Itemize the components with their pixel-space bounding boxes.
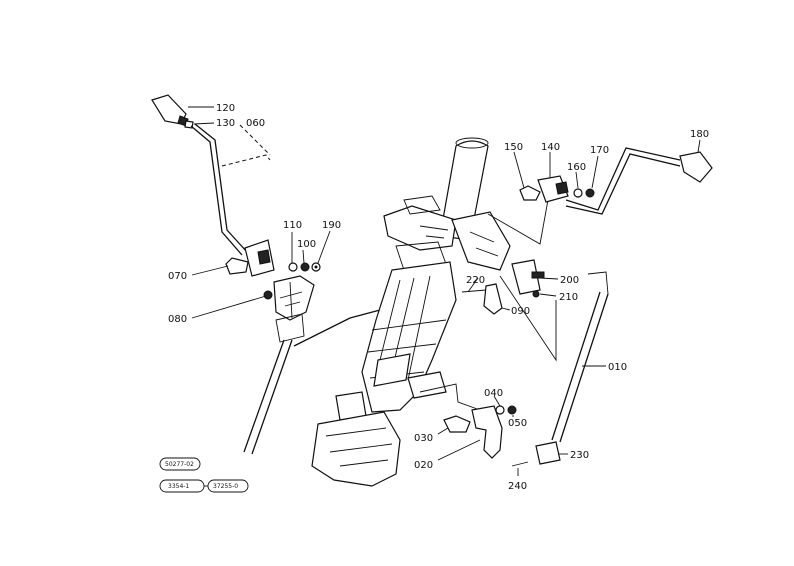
washer-110: [288, 262, 298, 272]
right-arm-bracket: [451, 211, 511, 271]
nut-210: [532, 290, 540, 298]
label-220: 220: [466, 275, 485, 286]
label-210: 210: [559, 292, 578, 303]
ref-box-1: [159, 457, 201, 471]
crank-rod: [565, 147, 681, 211]
upper-bracket: [383, 205, 457, 251]
label-150: 150: [504, 142, 523, 153]
clevis-230: [535, 441, 561, 465]
label-040: 040: [484, 388, 503, 399]
bolt-030: [443, 415, 471, 433]
block-140: [537, 175, 569, 203]
washer-040: [495, 405, 505, 415]
label-090: 090: [511, 306, 530, 317]
lower-linkage-parts: [443, 405, 517, 459]
right-crank-assembly: [519, 147, 713, 215]
lower-bracket: [273, 275, 315, 321]
label-120: 120: [216, 103, 235, 114]
label-060: 060: [246, 118, 265, 129]
plate-200: [511, 259, 541, 295]
elbow-020: [471, 405, 503, 459]
rod-010: [551, 291, 601, 441]
nut-050: [507, 405, 517, 415]
reference-boxes: 50277-02 3354-1 37255-0: [159, 457, 249, 493]
label-140: 140: [541, 142, 560, 153]
part-number-labels: 120 130 060 070 080 110 100 190 150 140 …: [168, 103, 709, 492]
label-200: 200: [560, 275, 579, 286]
label-010: 010: [608, 362, 627, 373]
pin-240: [511, 461, 529, 467]
label-240: 240: [508, 481, 527, 492]
leader-lines: [188, 106, 701, 476]
label-100: 100: [297, 239, 316, 250]
hook-090: [483, 283, 503, 315]
ref-label-3: 37255-0: [213, 483, 238, 490]
pin-220: [461, 289, 487, 293]
label-130: 130: [216, 118, 235, 129]
ref-label-2: 3354-1: [168, 483, 189, 490]
nut-170: [585, 188, 595, 198]
ref-box-3: [207, 479, 249, 493]
label-070: 070: [168, 271, 187, 282]
left-lever-assembly: [151, 94, 381, 455]
label-230: 230: [570, 450, 589, 461]
steering-column-assembly: [311, 137, 557, 487]
linkage-parts: [461, 259, 545, 315]
ref-label-1: 50277-02: [165, 461, 194, 468]
label-030: 030: [414, 433, 433, 444]
washer-100: [300, 262, 310, 272]
label-170: 170: [590, 145, 609, 156]
right-rod-assembly: [511, 271, 609, 467]
label-190: 190: [322, 220, 341, 231]
crank-knob-180: [679, 151, 713, 183]
label-180: 180: [690, 129, 709, 140]
connecting-rod: [243, 339, 285, 453]
label-080: 080: [168, 314, 187, 325]
nut-080: [263, 290, 273, 300]
lever-rod-060: [190, 125, 243, 256]
bolt-150: [519, 185, 541, 201]
label-050: 050: [508, 418, 527, 429]
bolt-070: [225, 257, 249, 275]
label-020: 020: [414, 460, 433, 471]
label-110: 110: [283, 220, 302, 231]
washer-160: [573, 188, 583, 198]
label-160: 160: [567, 162, 586, 173]
